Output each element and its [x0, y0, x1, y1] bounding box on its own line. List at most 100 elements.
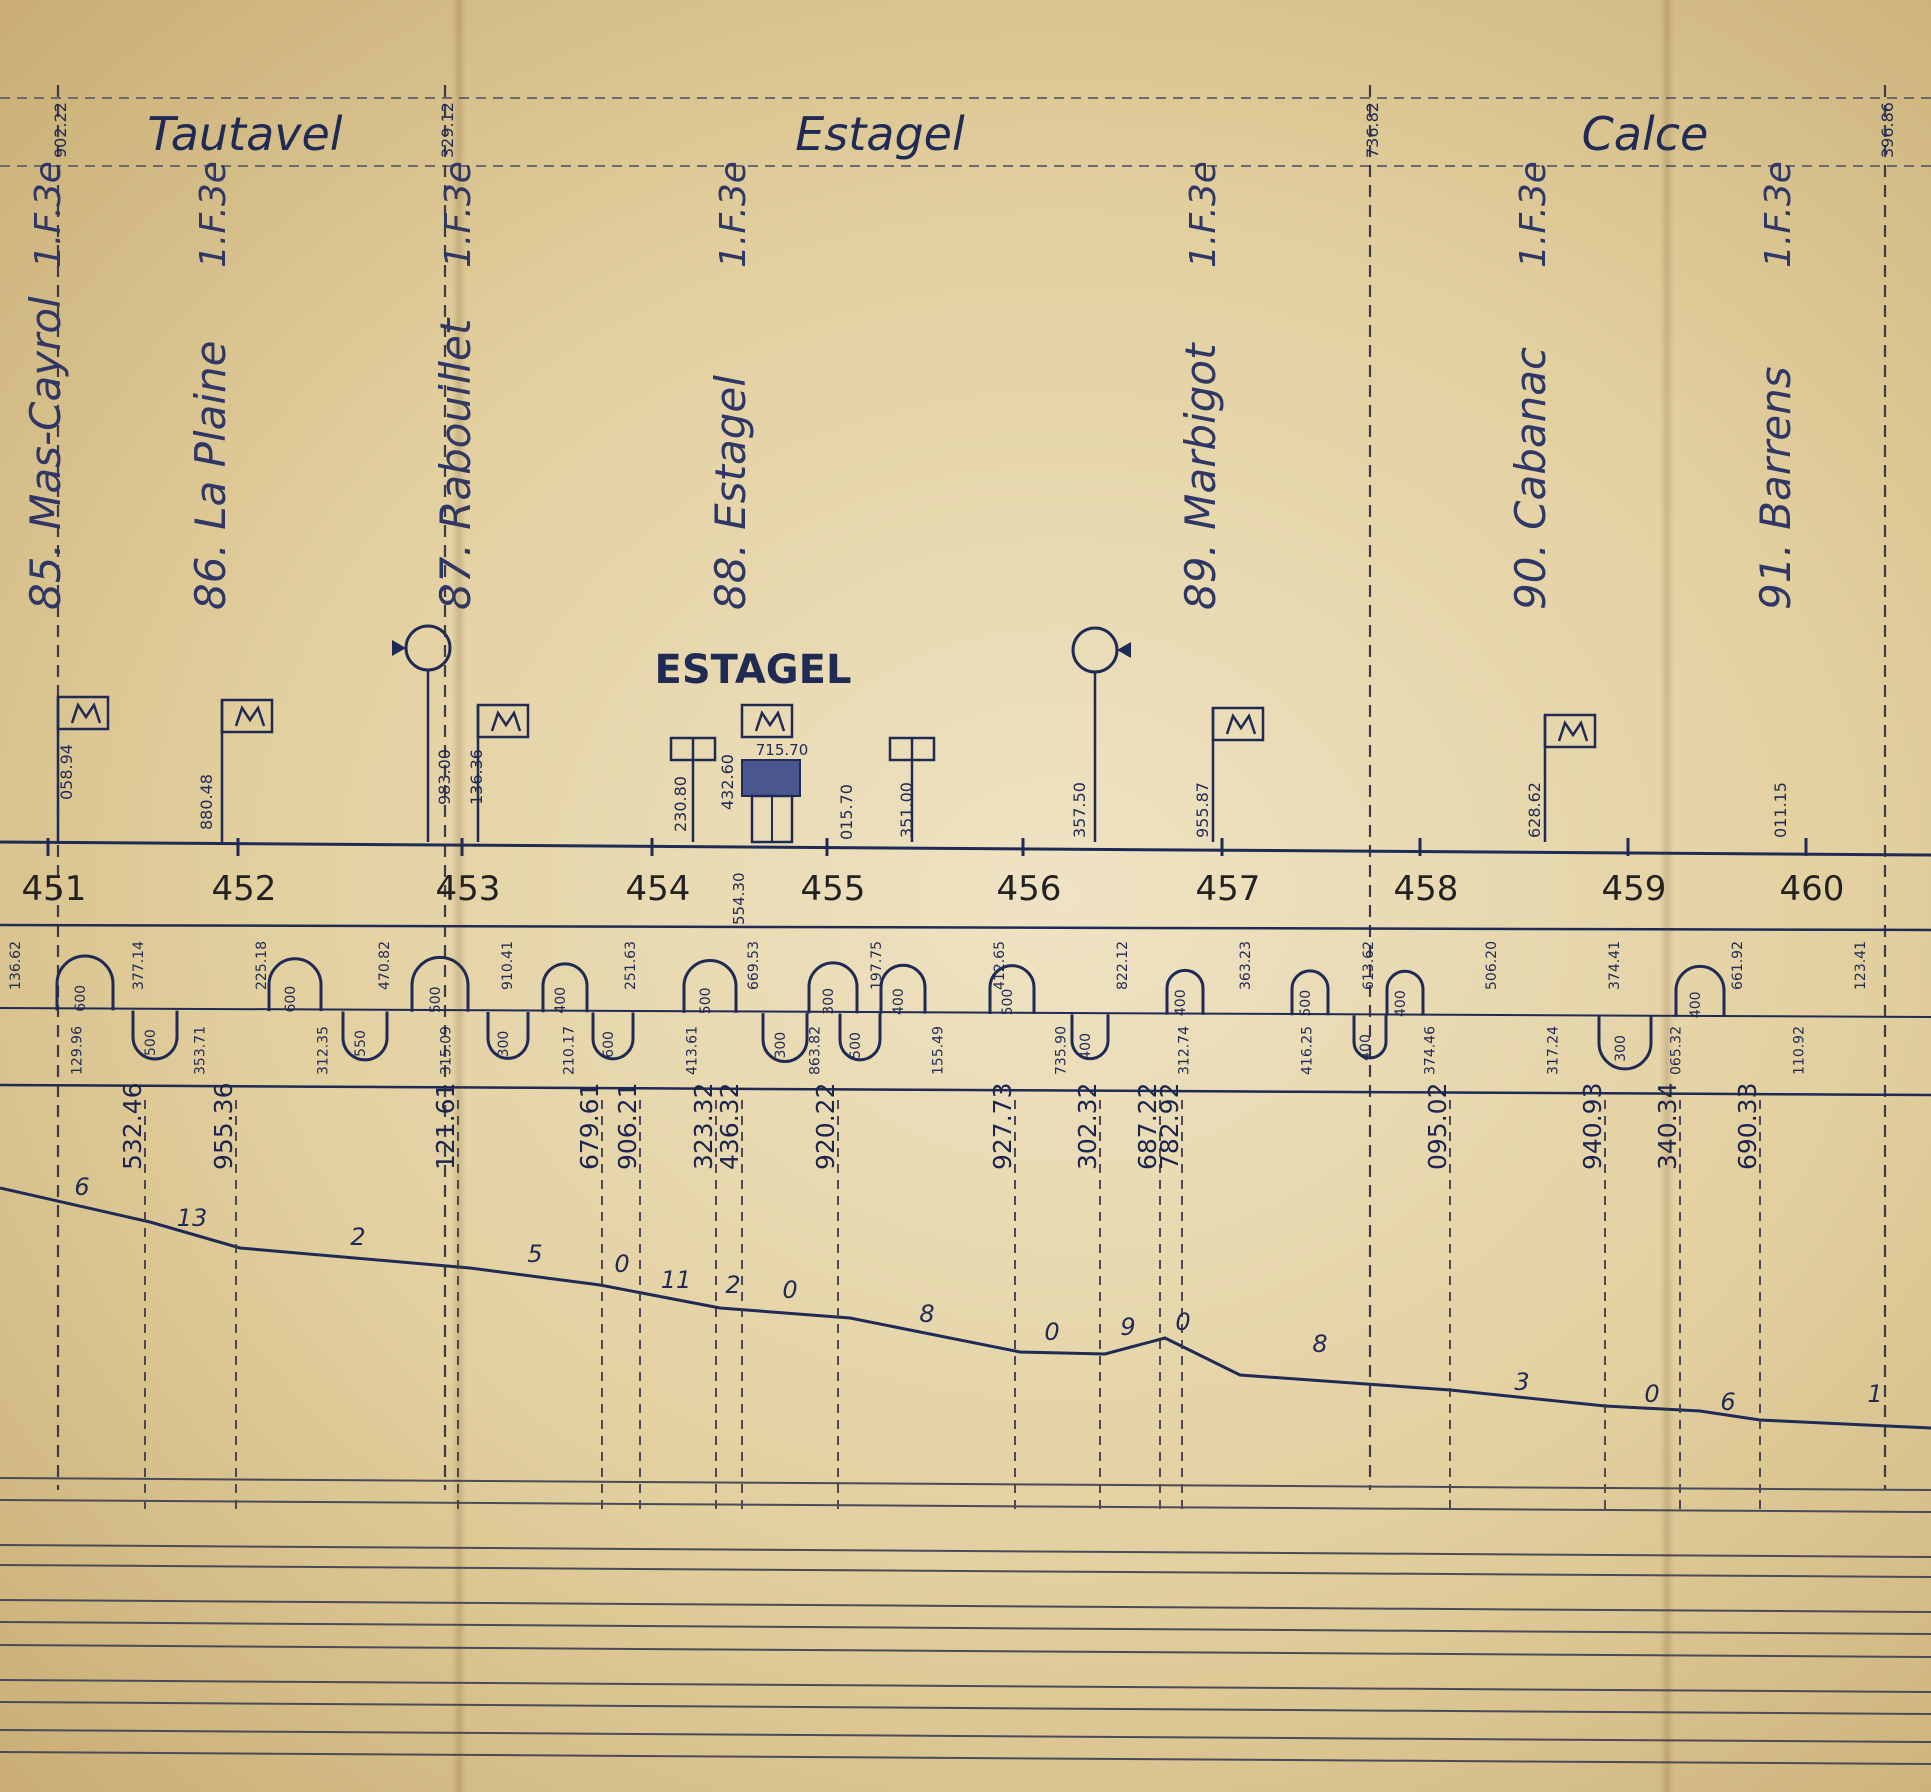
flag-marker	[1543, 713, 1597, 749]
alignment-value: 863.82	[808, 1026, 824, 1075]
station-flag	[740, 703, 794, 739]
place-class: 1.F.3e	[28, 161, 69, 268]
place-name: 91. Barrens	[1751, 366, 1800, 610]
alignment-value: 315.09	[439, 1026, 455, 1075]
flag-mark	[1225, 713, 1257, 735]
ruled-line	[0, 1621, 1931, 1635]
curve-radius: 600	[601, 1031, 617, 1058]
alignment-value: 377.14	[131, 941, 147, 990]
km-marker: 453	[436, 869, 501, 909]
curve-arc	[682, 958, 738, 1013]
alignment-value: 910.41	[500, 941, 516, 990]
flag-mark	[1557, 720, 1589, 742]
curve-radius: 400	[1078, 1033, 1094, 1060]
commune-name: Estagel	[795, 107, 965, 161]
curve-arc	[1165, 968, 1205, 1015]
structure-value: 983.00	[435, 749, 454, 805]
elevation-value: 340.34	[1653, 1083, 1682, 1170]
curve-radius: 400	[1358, 1034, 1374, 1061]
curve-radius: 600	[283, 986, 299, 1013]
ruled-line	[0, 1599, 1931, 1613]
km-marker: 456	[997, 869, 1062, 909]
curve-arc	[591, 1012, 635, 1061]
curve-radius: 300	[1613, 1035, 1629, 1062]
structure-value: 357.50	[1070, 782, 1089, 838]
structure-value: 432.60	[718, 754, 737, 810]
alignment-value: 197.75	[869, 941, 885, 990]
gradient-value: 0	[1175, 1308, 1190, 1336]
alignment-value: 613.62	[1361, 941, 1377, 990]
alignment-value: 312.35	[316, 1026, 332, 1075]
ruled-line	[0, 1701, 1931, 1715]
ruled-line	[0, 1751, 1931, 1765]
curve-radius: 600	[73, 985, 89, 1012]
flag-marker	[476, 703, 530, 739]
flag-mark	[490, 710, 522, 732]
signal-disc	[404, 624, 452, 672]
commune-name: Calce	[1582, 107, 1709, 161]
structure-value: 011.15	[1771, 782, 1790, 838]
gradient-value: 8	[1312, 1330, 1327, 1358]
signal-arrow	[1117, 642, 1131, 658]
elevation-value: 927.73	[988, 1083, 1017, 1170]
curve-radius: 400	[553, 987, 569, 1014]
curve-radius: 550	[353, 1030, 369, 1057]
curve-arc	[1674, 964, 1726, 1017]
gradient-profile-line	[0, 1186, 1931, 1430]
signal-disc	[1071, 626, 1119, 674]
elevation-value: 323.32	[689, 1083, 718, 1170]
alignment-value: 416.25	[1300, 1026, 1316, 1075]
curve-arc	[410, 955, 470, 1012]
gradient-value: 6	[74, 1173, 89, 1201]
place-name: 89. Marbigot	[1176, 342, 1225, 610]
place-name: 86. La Plaine	[186, 341, 235, 611]
km-marker: 454	[626, 869, 691, 909]
alignment-value: 822.12	[1115, 941, 1131, 990]
gradient-value: 8	[919, 1300, 934, 1328]
commune-name: Tautavel	[147, 107, 342, 161]
km-sub-value: 554.30	[730, 873, 748, 926]
curve-arc	[879, 963, 927, 1014]
alignment-value: 110.92	[1792, 1026, 1808, 1075]
km-marker: 460	[1780, 869, 1845, 909]
flag-mark	[70, 702, 102, 724]
structure-value: 136.36	[467, 749, 486, 805]
km-marker: 452	[212, 869, 277, 909]
gradient-value: 0	[1044, 1318, 1059, 1346]
curve-radius: 300	[773, 1032, 789, 1059]
flag-marker	[1211, 706, 1265, 742]
gradient-value: 0	[1644, 1380, 1659, 1408]
gradient-value: 11	[661, 1266, 692, 1294]
curve-radius: 500	[143, 1029, 159, 1056]
elevation-value: 955.36	[209, 1083, 238, 1170]
elevation-value: 687.22	[1133, 1083, 1162, 1170]
paper-fold	[452, 0, 466, 1792]
curve-radius: 300	[821, 988, 837, 1015]
commune-boundary-value: 902.22	[51, 102, 70, 158]
km-marker: 451	[22, 869, 87, 909]
curve-arc	[267, 957, 323, 1012]
curve-arc	[541, 962, 589, 1013]
curve-arc	[1070, 1014, 1110, 1061]
paper-fold	[1660, 0, 1674, 1792]
curve-arc	[1385, 969, 1425, 1016]
alignment-value: 312.74	[1177, 1026, 1193, 1075]
curve-arc	[131, 1010, 179, 1061]
curve-arc	[988, 964, 1036, 1015]
alignment-value: 412.65	[992, 941, 1008, 990]
commune-boundary-value: 736.82	[1363, 102, 1382, 158]
alignment-value: 317.24	[1546, 1026, 1562, 1075]
station-name: ESTAGEL	[655, 647, 852, 693]
place-class: 1.F.3e	[1513, 161, 1554, 268]
alignment-value: 374.41	[1607, 941, 1623, 990]
curve-radius: 500	[428, 986, 444, 1013]
elevation-value: 679.61	[575, 1083, 604, 1170]
alignment-value: 374.46	[1423, 1026, 1439, 1075]
curve-arc	[761, 1013, 809, 1064]
flag-marker	[56, 695, 110, 731]
flag-mark	[234, 705, 266, 727]
